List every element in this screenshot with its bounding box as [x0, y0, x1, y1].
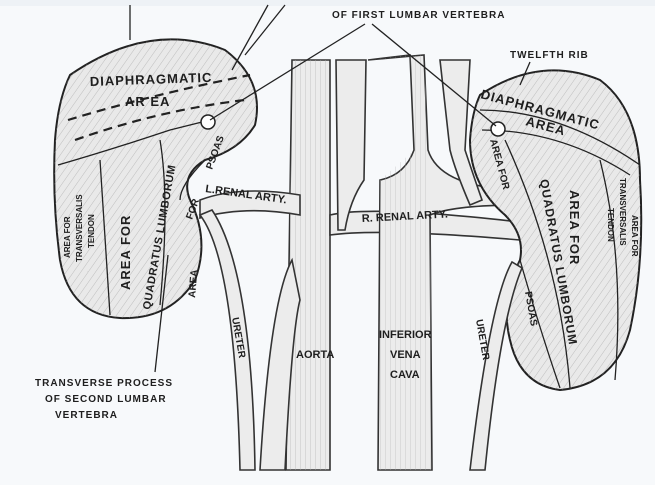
label-aorta: AORTA — [296, 349, 334, 361]
label-ivc-1: INFERIOR — [379, 329, 432, 341]
label-transversalis-left-3: TENDON — [87, 214, 96, 248]
ureters — [198, 209, 524, 471]
label-first-lumbar: OF FIRST LUMBAR VERTEBRA — [332, 10, 505, 21]
label-second-lumbar-1: TRANSVERSE PROCESS — [35, 378, 173, 389]
label-transversalis-right-2: TRANSVERSALIS — [618, 178, 627, 246]
label-r-renal-arty: R. RENAL ARTY. — [362, 209, 449, 225]
label-second-lumbar-2: OF SECOND LUMBAR — [45, 394, 167, 405]
label-area-left: AR EA — [125, 94, 170, 109]
label-area-for-right: AREA FOR — [567, 190, 582, 265]
inferior-vena-cava — [335, 54, 521, 471]
label-transversalis-right-3: TENDON — [606, 208, 615, 242]
top-edge — [0, 0, 655, 6]
label-area-for-left: AREA FOR — [118, 215, 133, 290]
label-transversalis-right-1: AREA FOR — [630, 215, 639, 257]
label-area-left-psoas: AREA — [187, 269, 200, 298]
label-transversalis-left-1: AREA FOR — [63, 216, 72, 258]
label-twelfth-rib: TWELFTH RIB — [510, 50, 589, 61]
label-second-lumbar-3: VERTEBRA — [55, 410, 118, 421]
right-kidney — [468, 69, 643, 392]
label-ivc-2: VENA — [390, 349, 421, 361]
label-diaphragmatic-left: DIAPHRAGMATIC — [90, 70, 213, 89]
leader-lines — [129, 4, 531, 373]
label-ivc-3: CAVA — [390, 369, 420, 381]
aorta — [199, 59, 521, 471]
label-ureter-right: URETER — [473, 319, 491, 362]
left-kidney — [53, 38, 258, 320]
label-transversalis-left-2: TRANSVERSALIS — [75, 194, 84, 262]
